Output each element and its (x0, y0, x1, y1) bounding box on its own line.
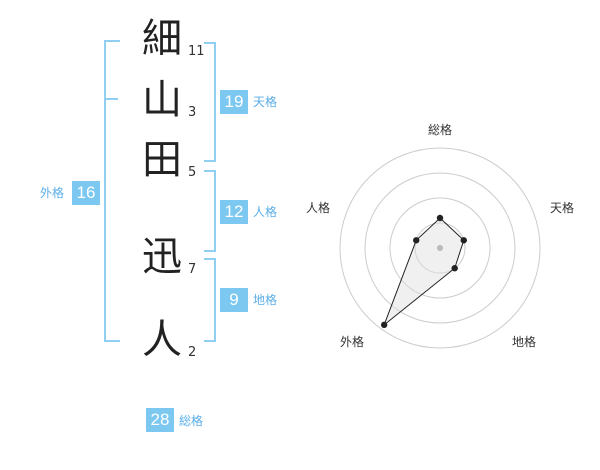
gaikaku-value: 16 (72, 181, 100, 205)
name-char-3: 田 (142, 137, 182, 183)
radar-ring (364, 172, 516, 324)
radar-ring (339, 147, 541, 349)
chikaku-label: 地格 (253, 293, 278, 307)
radar-center (437, 245, 443, 251)
axis-label-soukaku: 総格 (427, 123, 452, 137)
name-char-2: 山 (142, 77, 182, 123)
chikaku-value: 9 (220, 288, 248, 312)
radar-ring (389, 197, 491, 299)
gaikaku-bracket (104, 40, 120, 342)
stroke-count-4: 7 (188, 262, 197, 277)
soukaku-label: 総格 (179, 414, 204, 428)
axis-label-jinkaku: 人格 (305, 201, 330, 215)
tenkaku-bracket (204, 42, 216, 162)
radar-point-1 (460, 237, 467, 244)
jinkaku-label: 人格 (253, 205, 278, 219)
tenkaku-label: 天格 (253, 95, 278, 109)
radar-ring (414, 222, 466, 274)
axis-label-tenkaku: 天格 (549, 201, 574, 215)
jinkaku-value: 12 (220, 200, 248, 224)
axis-label-gaikaku: 外格 (339, 335, 364, 349)
gaikaku-label: 外格 (40, 186, 65, 200)
stroke-count-2: 3 (188, 105, 197, 120)
name-char-5: 人 (142, 317, 182, 363)
tenkaku-value: 19 (220, 90, 248, 114)
radar-series-polygon (383, 217, 465, 327)
radar-point-4 (413, 237, 420, 244)
radar-point-0 (436, 214, 444, 222)
name-char-1: 細 (142, 16, 182, 62)
radar-point-2 (451, 265, 458, 272)
gaikaku-bracket-tick-top (104, 98, 118, 100)
stroke-count-5: 2 (188, 345, 197, 360)
stroke-count-1: 11 (188, 44, 205, 59)
radar-point-3 (380, 321, 388, 329)
jinkaku-bracket (204, 170, 216, 252)
axis-label-chikaku: 地格 (511, 335, 536, 349)
chikaku-bracket (204, 258, 216, 342)
name-char-4: 迅 (142, 234, 182, 280)
stroke-count-3: 5 (188, 165, 197, 180)
soukaku-value: 28 (146, 408, 174, 432)
